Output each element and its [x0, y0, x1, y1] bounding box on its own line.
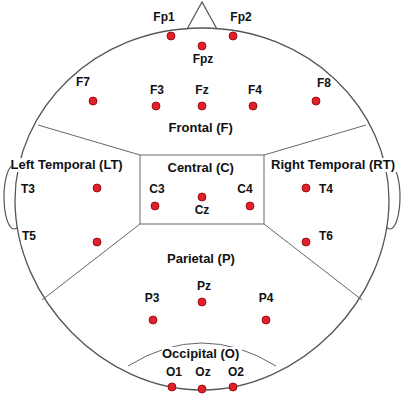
electrode-dot [167, 32, 175, 40]
electrode-label: O1 [165, 366, 183, 379]
electrode-dot [302, 184, 310, 192]
head-outline [15, 28, 389, 390]
nose [186, 2, 218, 31]
electrode-label: Fpz [192, 53, 215, 66]
electrode-dot [198, 42, 206, 50]
central-right-border [264, 155, 265, 224]
electrode-label: O2 [227, 366, 245, 379]
occipital-border [128, 343, 276, 366]
electrode-label: Pz [196, 280, 212, 293]
electrode-label: F8 [316, 77, 332, 90]
electrode-dot [246, 202, 254, 210]
electrode-dot [151, 202, 159, 210]
electrode-label: Fp1 [152, 11, 175, 24]
electrode-dot [152, 102, 160, 110]
region-name: Right Temporal (RT) [271, 158, 397, 172]
electrode-label: Oz [194, 366, 211, 379]
electrode-dot [198, 385, 206, 393]
electrode-dot [149, 316, 157, 324]
electrode-label: F4 [247, 84, 263, 97]
region-name: Left Temporal (LT) [11, 158, 126, 172]
electrode-label: P3 [144, 292, 161, 305]
electrode-label: Cz [194, 204, 211, 217]
electrode-label: T5 [21, 230, 37, 243]
electrode-label: Fz [194, 84, 209, 97]
electrode-label: T4 [318, 183, 334, 196]
electrode-dot [302, 238, 310, 246]
brain-region: Left Temporal (LT) [9, 158, 128, 173]
region-name: Frontal (F) [169, 121, 236, 135]
electrode-label: C3 [148, 183, 165, 196]
electrode-label: F7 [75, 76, 91, 89]
parietal-border [42, 224, 362, 300]
brain-region: Parietal (P) [165, 252, 239, 267]
region-name: Occipital (O) [162, 347, 242, 361]
electrode-label: C4 [236, 183, 253, 196]
electrode-dots [89, 32, 320, 393]
electrode-dot [262, 316, 270, 324]
electrode-label: Fp2 [229, 11, 252, 24]
central-left-border [140, 155, 141, 224]
brain-region: Frontal (F) [167, 121, 238, 136]
electrode-dot [229, 383, 237, 391]
electrode-dot [198, 298, 206, 306]
electrode-dot [168, 383, 176, 391]
brain-region: Central (C) [166, 161, 239, 176]
electrode-dot [312, 97, 320, 105]
electrode-label: T6 [318, 230, 334, 243]
electrode-dot [249, 102, 257, 110]
brain-region: Right Temporal (RT) [269, 158, 399, 173]
electrode-dot [229, 32, 237, 40]
electrode-label: T3 [20, 183, 36, 196]
region-name: Parietal (P) [167, 252, 237, 266]
electrode-dot [198, 102, 206, 110]
electrode-dot [198, 193, 206, 201]
electrode-dot [93, 184, 101, 192]
region-name: Central (C) [168, 161, 237, 175]
brain-region: Occipital (O) [160, 347, 244, 362]
electrode-label: F3 [149, 84, 165, 97]
electrode-dot [89, 97, 97, 105]
electrode-label: P4 [258, 292, 275, 305]
electrode-dot [93, 238, 101, 246]
